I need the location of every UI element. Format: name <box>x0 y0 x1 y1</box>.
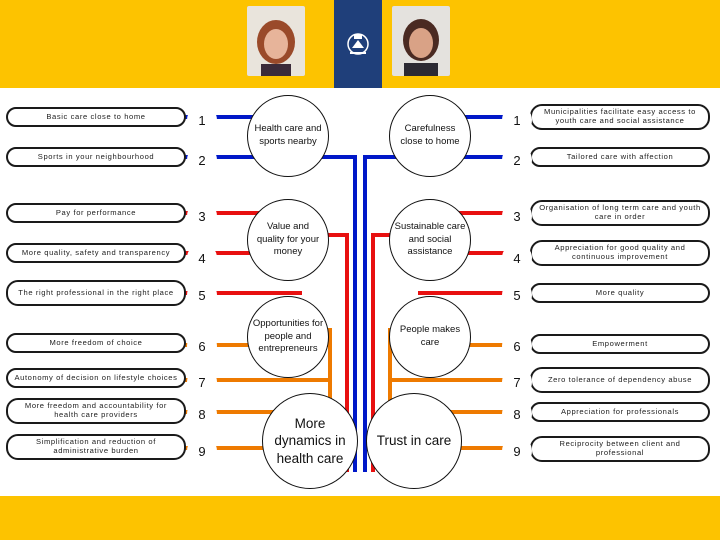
right-number-6: 6 <box>504 333 530 359</box>
minister-photo-left <box>247 6 305 76</box>
minister-photo-right <box>392 6 450 76</box>
right-item-3: Organisation of long term care and youth… <box>530 200 710 226</box>
right-item-5: More quality <box>530 283 710 303</box>
left-item-5: The right professional in the right plac… <box>6 280 186 306</box>
right-item-8: Appreciation for professionals <box>530 402 710 422</box>
left-item-7: Autonomy of decision on lifestyle choice… <box>6 368 186 388</box>
right-item-4: Appreciation for good quality and contin… <box>530 240 710 266</box>
right-number-5: 5 <box>504 282 530 308</box>
right-item-7: Zero tolerance of dependency abuse <box>530 367 710 393</box>
right-number-8: 8 <box>504 401 530 427</box>
goal-right: Trust in care <box>366 393 462 489</box>
left-theme-2: Value and quality for your money <box>247 199 329 281</box>
goal-left: More dynamics in health care <box>262 393 358 489</box>
left-number-6: 6 <box>189 333 215 359</box>
right-number-7: 7 <box>504 369 530 395</box>
right-item-1: Municipalities facilitate easy access to… <box>530 104 710 130</box>
right-number-2: 2 <box>504 147 530 173</box>
left-number-7: 7 <box>189 369 215 395</box>
right-number-3: 3 <box>504 203 530 229</box>
right-item-2: Tailored care with affection <box>530 147 710 167</box>
left-number-9: 9 <box>189 438 215 464</box>
left-number-5: 5 <box>189 282 215 308</box>
left-item-4: More quality, safety and transparency <box>6 243 186 263</box>
left-theme-1: Health care and sports nearby <box>247 95 329 177</box>
right-number-4: 4 <box>504 245 530 271</box>
left-item-9: Simplification and reduction of administ… <box>6 434 186 460</box>
right-item-6: Empowerment <box>530 334 710 354</box>
right-theme-3: People makes care <box>389 296 471 378</box>
left-number-2: 2 <box>189 147 215 173</box>
left-number-3: 3 <box>189 203 215 229</box>
right-theme-2: Sustainable care and social assistance <box>389 199 471 281</box>
left-item-6: More freedom of choice <box>6 333 186 353</box>
bottom-banner <box>0 496 720 540</box>
left-item-8: More freedom and accountability for heal… <box>6 398 186 424</box>
left-number-1: 1 <box>189 107 215 133</box>
left-item-2: Sports in your neighbourhood <box>6 147 186 167</box>
left-item-3: Pay for performance <box>6 203 186 223</box>
right-theme-1: Carefulness close to home <box>389 95 471 177</box>
right-item-9: Reciprocity between client and professio… <box>530 436 710 462</box>
right-number-1: 1 <box>504 107 530 133</box>
left-theme-3: Opportunities for people and entrepreneu… <box>247 296 329 378</box>
crest-logo <box>334 0 382 88</box>
left-item-1: Basic care close to home <box>6 107 186 127</box>
left-number-8: 8 <box>189 401 215 427</box>
right-number-9: 9 <box>504 438 530 464</box>
left-number-4: 4 <box>189 245 215 271</box>
